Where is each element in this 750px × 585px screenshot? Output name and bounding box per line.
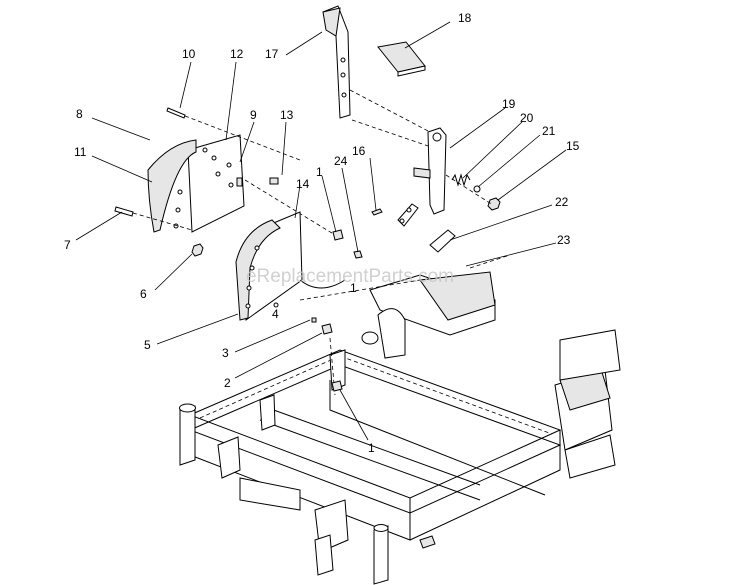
callout-10: 10: [182, 47, 196, 61]
callout-3: 3: [222, 346, 229, 360]
leader-lines: [75, 21, 567, 441]
callout-15: 15: [566, 139, 580, 153]
lever-arm: [322, 5, 351, 119]
callout-labels: 18 17 10 12 8 9 13 11 19 20 21 15 16 24 …: [64, 11, 580, 455]
callout-1-lower: 1: [368, 441, 375, 455]
mower-frame: [179, 271, 621, 585]
pivot-arm: [413, 127, 447, 215]
callout-8: 8: [76, 107, 83, 121]
callout-18: 18: [458, 11, 472, 25]
callout-20: 20: [520, 111, 534, 125]
spring: [451, 173, 471, 187]
callout-9: 9: [250, 108, 257, 122]
guard-plate: [235, 211, 303, 321]
callout-1-mid: 1: [350, 281, 357, 295]
callout-19: 19: [502, 97, 516, 111]
callout-21: 21: [542, 124, 556, 138]
pedal-pad: [377, 41, 426, 77]
callout-17: 17: [265, 47, 279, 61]
callout-6: 6: [140, 287, 147, 301]
spacers-mid: [299, 229, 363, 335]
callout-7: 7: [64, 238, 71, 252]
callout-13: 13: [280, 108, 294, 122]
callout-2: 2: [224, 376, 231, 390]
callout-16: 16: [352, 144, 366, 158]
callout-22: 22: [555, 195, 569, 209]
callout-4: 4: [272, 307, 279, 321]
mounting-plate: [173, 134, 245, 233]
callout-12: 12: [230, 47, 244, 61]
callout-14: 14: [296, 177, 310, 191]
link-plate: [397, 203, 419, 227]
bracket-plate: [429, 229, 456, 253]
callout-24: 24: [334, 154, 348, 168]
curved-guard: [147, 139, 197, 233]
watermark: eReplacementParts.com: [246, 266, 454, 287]
callout-23: 23: [557, 233, 571, 247]
bolts-upper: [114, 107, 279, 257]
callout-11: 11: [74, 145, 87, 159]
callout-1-upper: 1: [316, 165, 323, 179]
callout-5: 5: [144, 338, 151, 352]
washer-nut: [473, 185, 501, 211]
